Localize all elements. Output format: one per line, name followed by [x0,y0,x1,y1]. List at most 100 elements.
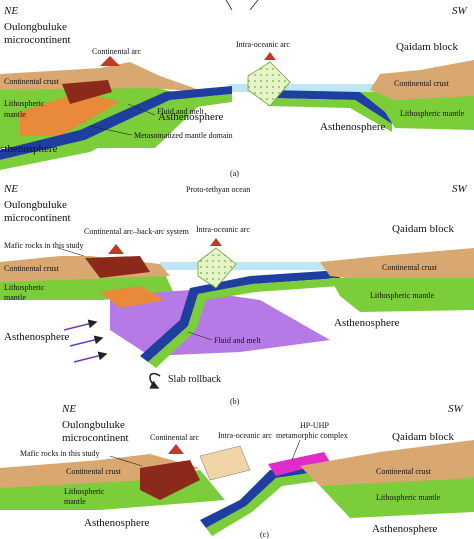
panel-b-crust-right-label: Continental crust [382,263,438,272]
panel-a-sw-label: SW [452,5,468,17]
panel-a-caption: (a) [230,169,239,178]
panel-c-ne-label: NE [61,403,76,415]
panel-a-intra-arc-volcano [264,52,276,60]
panel-c-pointer-hp-uhp [291,439,301,461]
panel-c-right-continental-crust [300,440,474,486]
panel-b-block-left-line1: Oulongbuluke [4,199,67,211]
panel-b-ocean-label: Proto-tethyan ocean [186,185,250,194]
panel-c: NE SW Oulongbuluke microcontinent Qaidam… [0,403,474,539]
panel-c-asthenosphere-left: Asthenosphere [84,517,149,529]
panel-b-arrow-2 [69,335,104,347]
panel-c-intra-oceanic-arc-label: Intra-oceanic arc [218,431,272,440]
panel-b-fluid-melt: Fluid and melt [214,336,261,345]
panel-a-right-oceanic-slab [268,90,392,124]
panel-b-slab-mantle [148,278,340,368]
panel-b-sw-label: SW [452,183,468,195]
panel-a-right-continental-crust [370,60,474,100]
panel-c-slab-mantle [206,470,340,536]
panel-a-block-right: Qaidam block [396,41,459,53]
panel-b-intra-oceanic-arc [197,247,237,289]
panel-c-subducting-slab [200,462,330,528]
panel-a-intra-oceanic-arc [247,61,291,107]
panel-b-mantle-right-label: Lithospheric mantle [370,291,435,300]
panel-b-arrow-1 [63,319,98,331]
panel-c-mantle-right-label: Lithospheric mantle [376,493,441,502]
panel-b-intra-oceanic-arc-label: Intra-oceanic arc [196,225,250,234]
panel-c-crust-left-label: Continental crust [66,467,122,476]
panel-c-arc-volcano [168,444,184,454]
panel-b-mafic-rocks: Mafic rocks in this study [4,241,84,250]
panel-c-mafic-rocks: Mafic rocks in this study [20,449,100,458]
panel-a-block-left-line1: Oulongbuluke [4,21,67,33]
panel-a-asthenosphere-mid: Asthenosphere [158,111,223,123]
panel-a-mantle-left-line2: mantle [4,110,26,119]
panel-b-pointer-mafic [57,247,85,257]
panel-c-hp-uhp-complex [268,452,330,476]
panel-c-block-left-line1: Oulongbuluke [62,419,125,431]
panel-a-mantle-left-line1: Lithospheric [4,99,45,108]
panel-b-rollback-arrow [149,372,161,389]
panel-a-melt-zone [62,80,112,104]
panel-b-block-left-line2: microcontinent [4,212,71,224]
panel-c-right-lithospheric-mantle [320,478,474,518]
panel-a-mantle-right-label: Lithospheric mantle [400,109,465,118]
panel-b-slab-rollback: Slab rollback [168,374,221,385]
panel-a-subducting-slab [0,86,232,160]
panel-a-slab-mantle [0,94,232,170]
panel-b-mantle-left-line1: Lithospheric [4,283,45,292]
panel-a-right-lithospheric-mantle [360,92,474,130]
panel-b-right-lithospheric-mantle [330,278,474,312]
panel-a-fluid-melt: Fluid and melt [157,107,204,116]
panel-a-pointer-top-left [225,0,233,11]
panel-b-arc-volcano [108,244,124,254]
panel-c-sw-label: SW [448,403,464,415]
panel-a-crust-right-label: Continental crust [394,79,450,88]
panel-a-block-left-line2: microcontinent [4,34,71,46]
panel-b-metasomatized [100,286,165,308]
panel-a-arc-volcano [100,56,120,66]
panel-a-right-oceanic-mantle [268,98,392,132]
panel-c-caption: (c) [260,530,269,539]
panel-b-ocean [160,262,330,270]
panel-c-mantle-left-line1: Lithospheric [64,487,105,496]
panel-b-subducting-slab [140,270,340,362]
panel-b-block-right: Qaidam block [392,223,455,235]
panel-a-metasomatized-label: Metasomatized mantle domain [134,131,233,140]
panel-a-crust-left-label: Continental crust [4,77,60,86]
panel-b-intra-arc-volcano [210,238,222,246]
panel-b: NE SW Oulongbuluke microcontinent Qaidam… [0,183,474,406]
panel-c-continental-arc: Continental arc [150,433,200,442]
panel-c-asthenosphere-right: Asthenosphere [372,523,437,535]
panel-c-melt-zone [140,460,200,500]
panel-b-asthenosphere-left: Asthenosphere [4,331,69,343]
panel-a-pointer-metasomatized [89,125,133,136]
panel-c-block-left-line2: microcontinent [62,432,129,444]
panel-a-pointer-fluid [127,103,156,116]
panel-b-arrow-3 [73,351,108,363]
panel-b-caption: (b) [230,397,240,406]
panel-b-ne-label: NE [3,183,18,195]
panel-c-hp-uhp-line1: HP-UHP [300,421,329,430]
panel-a-ne-label: NE [3,5,18,17]
panel-a: NE SW Oulongbuluke microcontinent Qaidam… [0,0,474,178]
panel-a-metasomatized-domain [20,92,120,136]
panel-b-asthenosphere-right: Asthenosphere [334,317,399,329]
panel-c-hp-uhp-line2: metamorphic complex [276,431,348,440]
panel-b-crust-left-label: Continental crust [4,264,60,273]
panel-c-mantle-left-line2: mantle [64,497,86,506]
panel-a-asthenosphere-right: Asthenosphere [320,121,385,133]
panel-b-melt-zone [85,256,150,278]
panel-a-left-continental-crust [0,62,205,92]
panel-c-crust-right-label: Continental crust [376,467,432,476]
panel-a-continental-arc: Continental arc [92,47,142,56]
panel-b-arc-system: Continental arc–back-arc system [84,227,190,236]
panel-b-right-continental-crust [320,248,474,282]
panel-c-block-right: Qaidam block [392,431,455,443]
panel-a-pointer-top-right [249,0,259,11]
panel-a-asthenosphere-left: sthenosphere [0,143,58,155]
panel-c-accretion-wedge [199,445,251,481]
panel-c-pointer-mafic [109,455,143,467]
panel-a-intra-oceanic-arc-label: Intra-oceanic arc [236,40,290,49]
